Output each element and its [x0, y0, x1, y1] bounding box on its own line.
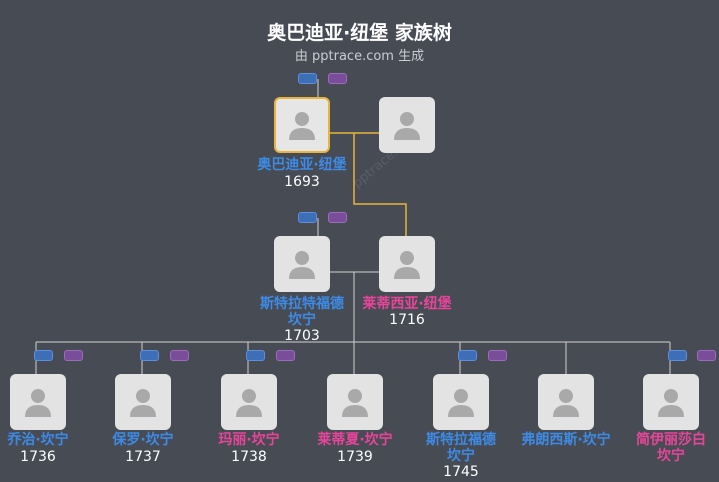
- person-card-obadiah[interactable]: [274, 97, 330, 153]
- tag-blue[interactable]: [668, 350, 687, 361]
- tag-blue[interactable]: [458, 350, 477, 361]
- person-card-letitia[interactable]: [379, 236, 435, 292]
- person-year: 1716: [389, 312, 425, 328]
- person-card-child[interactable]: [643, 374, 699, 430]
- person-name-line2: 坎宁: [288, 312, 316, 328]
- person-name: 乔治·坎宁: [7, 432, 69, 448]
- person-year: 1736: [20, 449, 56, 465]
- person-name: 弗朗西斯·坎宁: [521, 432, 611, 448]
- tag-blue[interactable]: [298, 73, 317, 84]
- person-icon: [25, 389, 51, 417]
- person-name-line1: 斯特拉特福德: [260, 296, 344, 312]
- person-name-line2: 坎宁: [657, 448, 685, 464]
- tag-blue[interactable]: [140, 350, 159, 361]
- person-icon: [394, 251, 420, 279]
- tag-blue[interactable]: [246, 350, 265, 361]
- person-year: 1703: [284, 328, 320, 344]
- page-subtitle: 由 pptrace.com 生成: [294, 49, 425, 64]
- tag-purple[interactable]: [697, 350, 716, 361]
- person-year: 1738: [231, 449, 267, 465]
- person-year: 1737: [125, 449, 161, 465]
- person-name-line1: 简伊丽莎白: [636, 432, 706, 448]
- person-card-stratford[interactable]: [274, 236, 330, 292]
- tag-purple[interactable]: [488, 350, 507, 361]
- person-icon: [289, 112, 315, 140]
- person-name: 保罗·坎宁: [112, 432, 174, 448]
- tag-blue[interactable]: [298, 212, 317, 223]
- person-name: 奥巴迪亚·纽堡: [257, 157, 347, 173]
- tag-purple[interactable]: [170, 350, 189, 361]
- person-card-child[interactable]: [115, 374, 171, 430]
- person-card-child[interactable]: [538, 374, 594, 430]
- person-icon: [130, 389, 156, 417]
- person-year: 1739: [337, 449, 373, 465]
- person-year: 1693: [284, 174, 320, 190]
- tag-purple[interactable]: [276, 350, 295, 361]
- person-icon: [394, 112, 420, 140]
- person-card-child[interactable]: [433, 374, 489, 430]
- person-name: 莱蒂西亚·纽堡: [362, 296, 452, 312]
- tag-blue[interactable]: [34, 350, 53, 361]
- tag-purple[interactable]: [328, 73, 347, 84]
- person-year: 1745: [443, 464, 479, 480]
- person-name: 玛丽·坎宁: [218, 432, 280, 448]
- person-icon: [553, 389, 579, 417]
- person-card-child[interactable]: [221, 374, 277, 430]
- tag-purple[interactable]: [328, 212, 347, 223]
- person-icon: [658, 389, 684, 417]
- person-card-spouse[interactable]: [379, 97, 435, 153]
- page-title: 奥巴迪亚·纽堡 家族树: [267, 22, 452, 44]
- person-icon: [448, 389, 474, 417]
- person-name: 莱蒂夏·坎宁: [317, 432, 393, 448]
- person-icon: [342, 389, 368, 417]
- person-card-child[interactable]: [327, 374, 383, 430]
- person-icon: [289, 251, 315, 279]
- person-name-line2: 坎宁: [447, 448, 475, 464]
- tag-purple[interactable]: [64, 350, 83, 361]
- person-icon: [236, 389, 262, 417]
- person-card-child[interactable]: [10, 374, 66, 430]
- person-name-line1: 斯特拉福德: [426, 432, 496, 448]
